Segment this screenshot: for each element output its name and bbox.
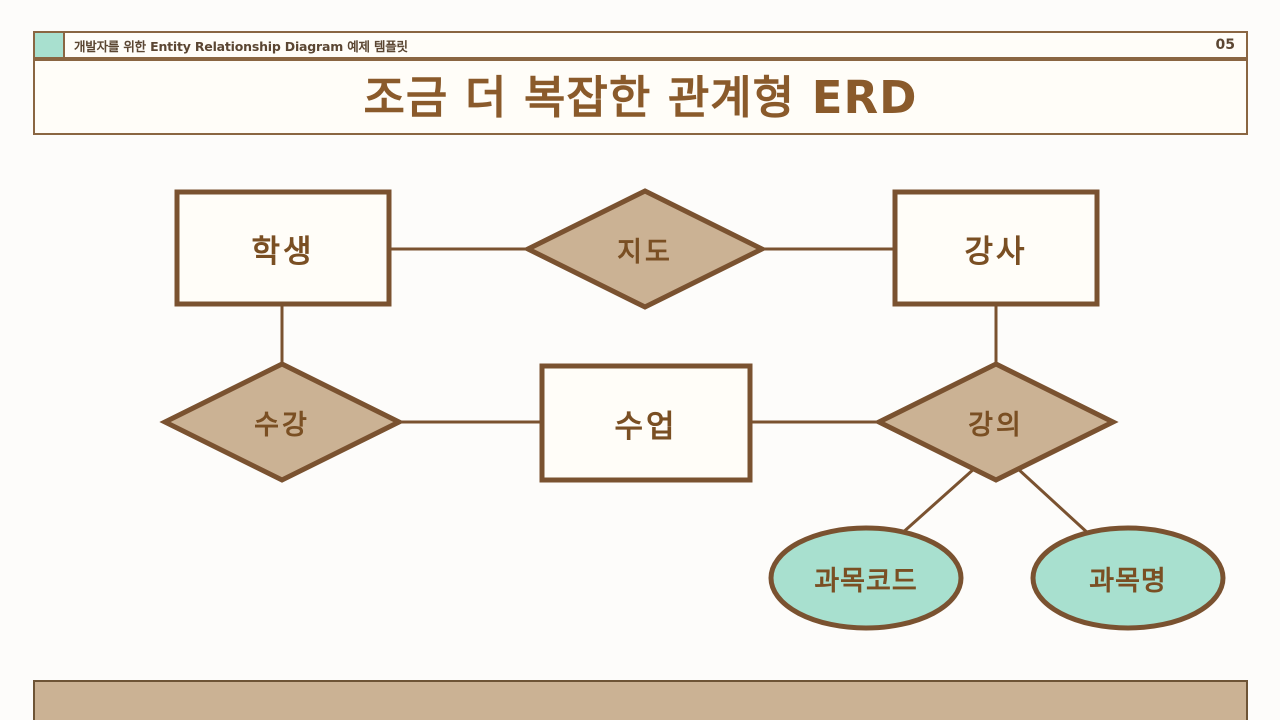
- relationship-shape-lecture[interactable]: [873, 361, 1119, 483]
- connector-lecture-subjectcode: [899, 466, 976, 537]
- erd-shapes: [159, 188, 1226, 631]
- page-number: 05: [1215, 37, 1235, 53]
- slide-header-bar: 개발자를 위한 Entity Relationship Diagram 예제 템…: [33, 31, 1248, 59]
- title-frame: 조금 더 복잡한 관계형 ERD: [33, 59, 1248, 135]
- entity-shape-student[interactable]: [174, 189, 392, 307]
- connector-lecture-subjectname: [1015, 466, 1092, 537]
- attribute-shape-subject-code[interactable]: [768, 525, 964, 631]
- relationship-shape-enroll[interactable]: [159, 361, 405, 483]
- attribute-shape-subject-name[interactable]: [1030, 525, 1226, 631]
- entity-shape-class[interactable]: [539, 363, 753, 483]
- header-subtitle: 개발자를 위한 Entity Relationship Diagram 예제 템…: [74, 38, 408, 54]
- erd-diagram: 학생 강사 수업 지도 수강 강의 과목코드 과목명: [0, 150, 1280, 660]
- footer-bar: [33, 680, 1248, 720]
- page-title: 조금 더 복잡한 관계형 ERD: [363, 70, 918, 124]
- relationship-shape-advise[interactable]: [522, 188, 768, 310]
- header-accent-square: [35, 33, 65, 57]
- entity-shape-instructor[interactable]: [892, 189, 1100, 307]
